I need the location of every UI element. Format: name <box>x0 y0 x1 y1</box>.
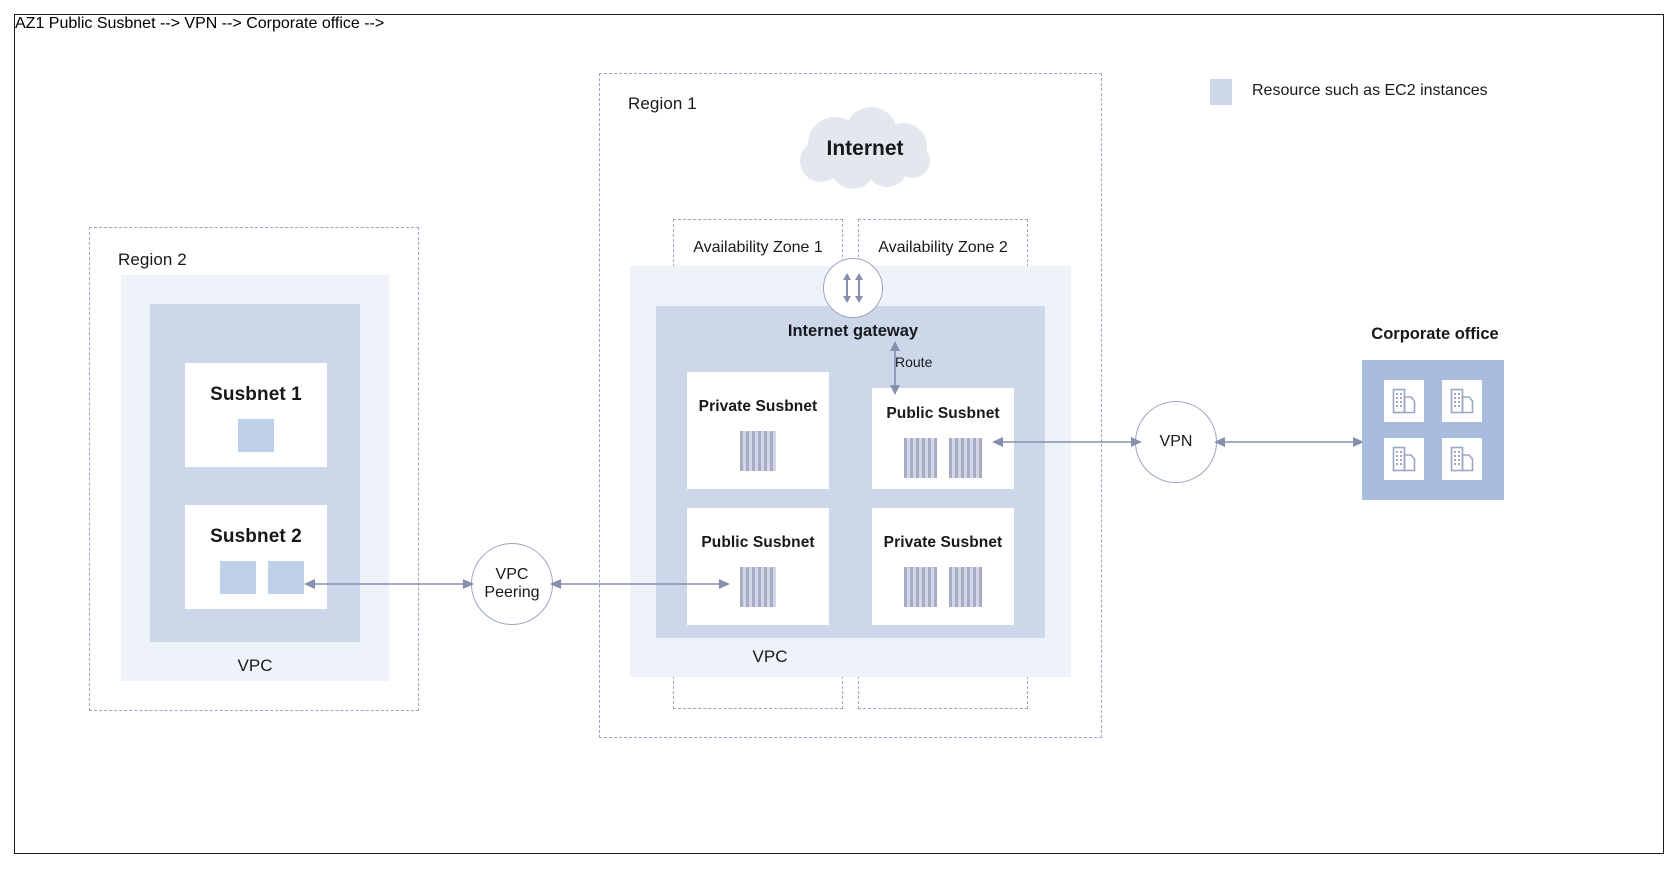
legend-label: Resource such as EC2 instances <box>1252 82 1488 99</box>
region-1-boundary <box>599 73 1102 738</box>
office-building-icon <box>1450 388 1474 414</box>
vpn-label: VPN <box>1159 432 1193 450</box>
route-arrow <box>890 341 900 395</box>
resource-icon <box>740 567 776 607</box>
corporate-office-block <box>1362 360 1504 500</box>
az2-private-subnet[interactable]: Private Susbnet <box>872 508 1014 625</box>
az1-private-subnet[interactable]: Private Susbnet <box>687 372 829 489</box>
peering-left-arrow <box>304 579 474 589</box>
internet-gateway-label: Internet gateway <box>787 322 919 340</box>
region-2-label: Region 2 <box>118 250 187 269</box>
internet-gateway-icon <box>843 273 863 303</box>
availability-zone-2-label: Availability Zone 2 <box>878 239 1008 256</box>
vpn-right-arrow <box>1214 437 1364 447</box>
legend-swatch <box>1210 79 1232 105</box>
office-building-cell <box>1384 380 1424 422</box>
resource-icon <box>740 431 776 471</box>
az1-public-subnet-title: Public Susbnet <box>701 534 815 551</box>
az2-public-subnet[interactable]: Public Susbnet <box>872 388 1014 489</box>
region-1-vpc-label: VPC <box>752 647 788 666</box>
az1-public-subnet[interactable]: Public Susbnet <box>687 508 829 625</box>
diagram-frame: Resource such as EC2 instances Region 2 … <box>14 14 1664 854</box>
vpn-node[interactable]: VPN <box>1135 401 1217 483</box>
corporate-office-title: Corporate office <box>1371 325 1499 343</box>
region-2-subnet-1-title: Susbnet 1 <box>210 384 302 405</box>
az2-public-subnet-title: Public Susbnet <box>886 405 1000 422</box>
internet-gateway-node[interactable] <box>823 258 883 318</box>
route-label: Route <box>895 354 933 370</box>
region-2-vpc-label: VPC <box>237 656 273 675</box>
office-building-cell <box>1384 438 1424 480</box>
vpn-left-arrow <box>992 437 1142 447</box>
resource-icon <box>238 419 274 452</box>
resource-icon <box>904 438 937 478</box>
region-1-label: Region 1 <box>628 94 697 113</box>
office-building-cell <box>1442 438 1482 480</box>
vpc-peering-node[interactable]: VPC Peering <box>471 543 553 625</box>
resource-icon <box>904 567 937 607</box>
resource-icon <box>949 438 982 478</box>
resource-icon <box>220 561 256 594</box>
office-building-icon <box>1450 446 1474 472</box>
az1-private-subnet-title: Private Susbnet <box>698 398 818 415</box>
resource-icon <box>268 561 304 594</box>
resource-icon <box>949 567 982 607</box>
vpc-peering-label: VPC Peering <box>484 565 540 601</box>
region-2-subnet-2-title: Susbnet 2 <box>210 526 302 547</box>
region-2-subnet-2[interactable]: Susbnet 2 <box>185 505 327 609</box>
office-building-icon <box>1392 388 1416 414</box>
az2-private-subnet-title: Private Susbnet <box>883 534 1003 551</box>
availability-zone-1-label: Availability Zone 1 <box>693 239 823 256</box>
region-2-subnet-1[interactable]: Susbnet 1 <box>185 363 327 467</box>
office-building-icon <box>1392 446 1416 472</box>
office-building-cell <box>1442 380 1482 422</box>
peering-right-arrow <box>550 579 730 589</box>
region-2-boundary <box>89 227 419 711</box>
